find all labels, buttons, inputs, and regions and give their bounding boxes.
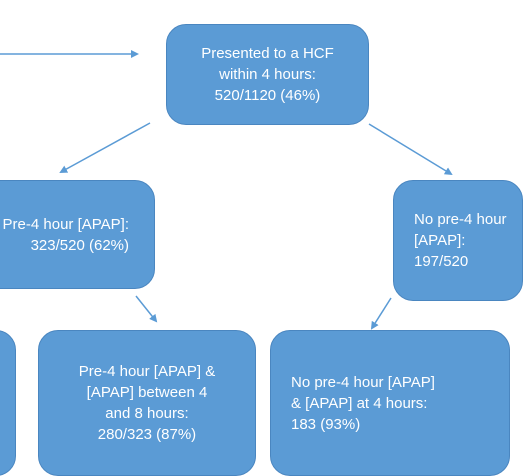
node-pre-4-hour-apap-label: Pre-4 hour [APAP]: 323/520 (62%) (2, 215, 129, 254)
arrow-mid-left-to-bottom (135, 295, 158, 323)
node-apap-at-4-hours-label: No pre-4 hour [APAP] & [APAP] at 4 hours… (291, 373, 435, 433)
arrow-mid-right-to-bottom (370, 297, 392, 330)
node-apap-at-4-hours: No pre-4 hour [APAP] & [APAP] at 4 hours… (270, 330, 510, 476)
node-no-pre-4-hour-apap-label: No pre-4 hour [APAP]: 197/520 (414, 211, 507, 270)
node-apap-between-4-and-8-hours-label: Pre-4 hour [APAP] & [APAP] between 4 and… (78, 363, 216, 443)
node-presented-within-4-hours-label: Presented to a HCF within 4 hours: 520/1… (201, 45, 334, 104)
node-apap-between-4-and-8-hours: Pre-4 hour [APAP] & [APAP] between 4 and… (38, 330, 256, 476)
flow-diagram: Presented to a HCF within 4 hours: 520/1… (0, 24, 523, 476)
diagram-arrows (0, 50, 453, 330)
node-pre-4-hour-apap: Pre-4 hour [APAP]: 323/520 (62%) (0, 180, 155, 289)
node-no-pre-4-hour-apap: No pre-4 hour [APAP]: 197/520 (393, 180, 523, 301)
node-partial-left (0, 330, 16, 476)
node-presented-within-4-hours: Presented to a HCF within 4 hours: 520/1… (166, 24, 369, 125)
arrow-top-to-mid-left (59, 122, 151, 173)
arrow-top-to-mid-right (368, 123, 453, 176)
